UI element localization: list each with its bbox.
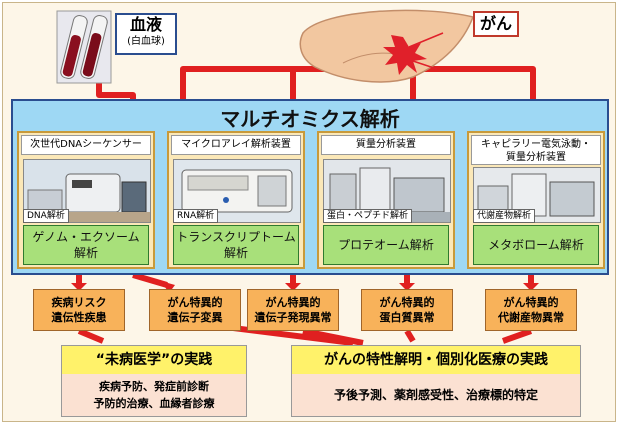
data-type-label: RNA解析	[173, 209, 219, 223]
blood-subtitle: (白血球)	[127, 36, 165, 47]
device-label: キャピラリー電気泳動・ 質量分析装置	[471, 135, 601, 165]
abnormality-text: がん特異的 代謝産物異常	[498, 296, 564, 324]
abnormality-gene-mutation: がん特異的 遺伝子変異	[149, 289, 241, 331]
device-label: 次世代DNAシーケンサー	[21, 135, 151, 155]
arrowhead-3	[285, 283, 301, 291]
result-preventive-medicine: “未病医学”の実践 疾病予防、発症前診断 予防的治療、血縁者診療	[61, 345, 247, 417]
result-title: “未病医学”の実践	[62, 346, 246, 374]
device-label: マイクロアレイ解析装置	[171, 135, 301, 155]
connector-cancer-branch-4	[413, 66, 536, 99]
arrow-expression-to-personalized	[302, 328, 364, 346]
abnormality-gene-expression: がん特異的 遺伝子発現異常	[247, 289, 339, 331]
arrow-risk-to-mibyo	[77, 328, 105, 344]
blood-title: 血液	[129, 15, 162, 34]
tech-card-proteome: 質量分析装置 蛋白・ペプチド解析 プロテオーム解析	[317, 131, 455, 269]
data-type-label: 代謝産物解析	[473, 209, 536, 223]
cancer-label: がん	[473, 11, 519, 37]
arrowhead-1	[71, 283, 87, 291]
omics-text: トランスクリプトーム 解析	[176, 230, 296, 260]
abnormality-text: がん特異的 蛋白質異常	[379, 296, 435, 324]
abnormality-text: がん特異的 遺伝子変異	[167, 296, 223, 324]
abnormality-protein: がん特異的 蛋白質異常	[361, 289, 453, 331]
omics-text: プロテオーム解析	[338, 238, 434, 252]
omics-label-transcriptome: トランスクリプトーム 解析	[173, 225, 299, 265]
data-type-label: DNA解析	[23, 209, 69, 223]
arrow-protein-to-personalized	[404, 329, 416, 343]
tumor-burst	[383, 35, 427, 75]
result-personalized-medicine: がんの特性解明・個別化医療の実践 予後予測、薬剤感受性、治療標的特定	[291, 345, 581, 417]
blood-tubes-image	[56, 10, 112, 84]
multiomics-panel: マルチオミクス解析 次世代DNAシーケンサー DNA解析 ゲノム・エクソーム 解…	[11, 99, 609, 275]
diagram-canvas: 血液 (白血球) がん マルチオミクス解析 次世代DNAシーケンサー DNA解析…	[2, 2, 616, 422]
abnormality-text: がん特異的 遺伝子発現異常	[254, 296, 332, 324]
arrow-metabolite-to-personalized	[501, 328, 533, 344]
multiomics-title: マルチオミクス解析	[220, 107, 400, 131]
connector-blood-to-main	[96, 83, 136, 99]
omics-label-metabolome: メタボローム解析	[473, 225, 599, 265]
liver-cancer-image	[299, 9, 475, 83]
tech-card-transcriptome: マイクロアレイ解析装置 RNA解析 トランスクリプトーム 解析	[167, 131, 305, 269]
abnormality-metabolite: がん特異的 代謝産物異常	[485, 289, 577, 331]
result-title: がんの特性解明・個別化医療の実践	[292, 346, 580, 374]
arrowhead-4	[399, 283, 415, 291]
omics-text: メタボローム解析	[488, 238, 584, 252]
result-body: 疾病予防、発症前診断 予防的治療、血縁者診療	[62, 374, 246, 416]
arrow-genome-mutation	[132, 272, 168, 288]
result-body: 予後予測、薬剤感受性、治療標的特定	[292, 374, 580, 416]
device-label: 質量分析装置	[321, 135, 451, 155]
omics-label-proteome: プロテオーム解析	[323, 225, 449, 265]
abnormality-text: 疾病リスク 遺伝性疾患	[51, 296, 107, 324]
omics-label-genome: ゲノム・エクソーム 解析	[23, 225, 149, 265]
sequencer-image	[23, 159, 151, 223]
blood-label-box: 血液 (白血球)	[115, 13, 177, 55]
data-type-label: 蛋白・ペプチド解析	[323, 209, 413, 223]
connector-lines	[56, 9, 539, 346]
arrowhead-5	[523, 283, 539, 291]
arrowhead-2	[161, 281, 175, 293]
omics-text: ゲノム・エクソーム 解析	[32, 230, 140, 260]
microarray-image	[173, 159, 301, 223]
tech-card-metabolome: キャピラリー電気泳動・ 質量分析装置 代謝産物解析 メタボローム解析	[467, 131, 605, 269]
abnormality-disease-risk: 疾病リスク 遺伝性疾患	[33, 289, 125, 331]
tech-card-genome: 次世代DNAシーケンサー DNA解析 ゲノム・エクソーム 解析	[17, 131, 155, 269]
